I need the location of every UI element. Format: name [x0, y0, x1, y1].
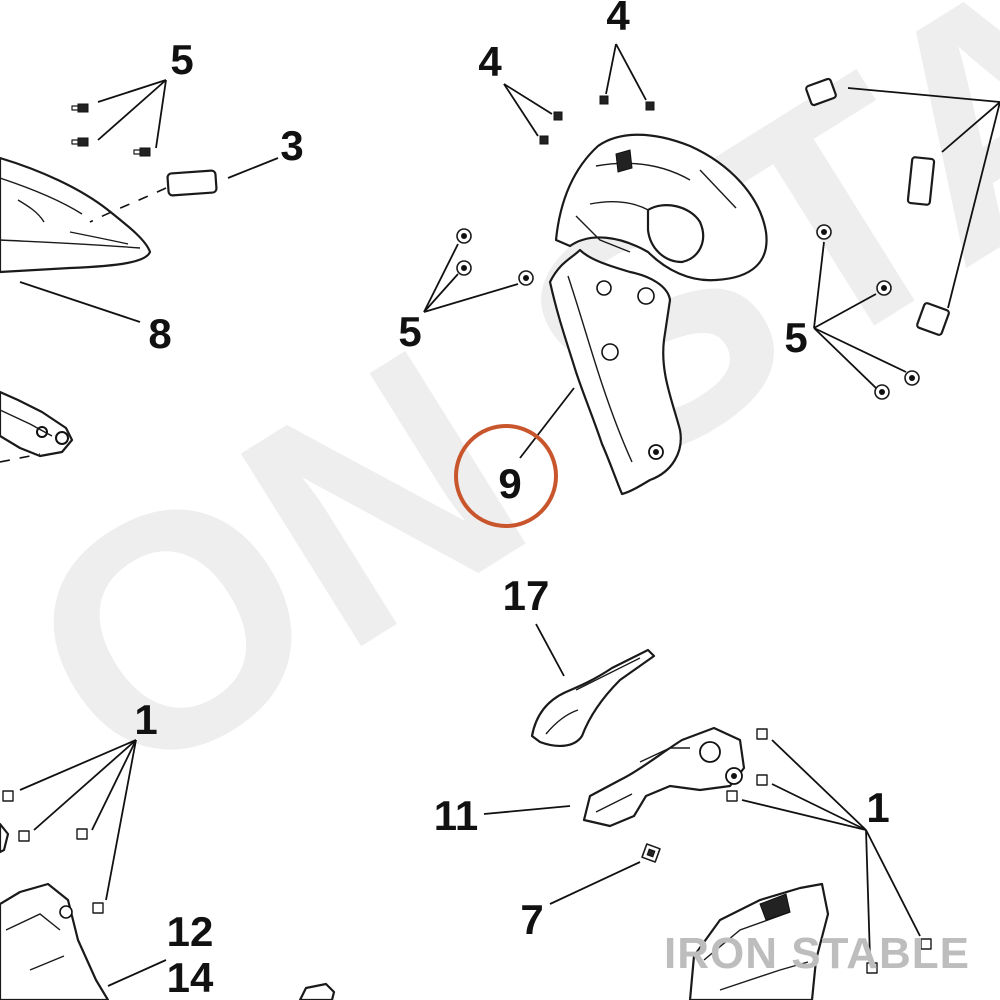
- bolt-group-right-5: [816, 224, 920, 400]
- callout-5-center: 5: [398, 308, 421, 355]
- bolt-group-left-1: [2, 790, 104, 914]
- callout-4-top: 4: [606, 0, 630, 39]
- bottom-left-housing: [0, 822, 110, 1000]
- callout-7: 7: [520, 896, 543, 943]
- callout-5-top-left: 5: [170, 36, 193, 83]
- callout-11: 11: [434, 792, 478, 839]
- callout-labels: 5 3 8 4 4 5 5 9 17 1 1 11 7 12 14: [134, 0, 889, 1000]
- part-8-fairing: [0, 156, 152, 274]
- callout-17: 17: [503, 572, 550, 619]
- callout-1-right: 1: [866, 784, 889, 831]
- bottom-right-housing: [688, 882, 830, 1000]
- part-17-guard: [530, 648, 656, 748]
- leader-lines: [19, 43, 1000, 987]
- bolt-group-top-left: [71, 103, 151, 157]
- part-11-bracket: [582, 726, 746, 828]
- callout-5-right: 5: [784, 314, 807, 361]
- left-bracket-dash: [0, 453, 41, 463]
- right-pads: [805, 77, 950, 336]
- highlight-circle: [454, 424, 558, 528]
- brand-watermark: IRON STABLE: [664, 929, 970, 978]
- callout-8: 8: [148, 310, 171, 357]
- bolt-group-center-5: [456, 228, 534, 286]
- part-3-dash: [89, 187, 167, 223]
- part-3-pad: [166, 169, 218, 197]
- callout-14: 14: [167, 954, 214, 1000]
- callout-12: 12: [167, 908, 214, 955]
- bolt-group-4: [539, 95, 655, 145]
- bottom-center-fragment: [298, 982, 336, 1000]
- part-7-clip: [641, 843, 661, 863]
- callout-4-mid: 4: [478, 38, 502, 85]
- bolt-group-right-1: [726, 728, 932, 974]
- left-bracket-partial: [0, 390, 74, 458]
- callout-1-left: 1: [134, 696, 157, 743]
- upper-cover-part: [554, 133, 768, 282]
- callout-9: 9: [498, 460, 521, 507]
- callout-3: 3: [280, 122, 303, 169]
- part-9-bracket: [548, 248, 682, 496]
